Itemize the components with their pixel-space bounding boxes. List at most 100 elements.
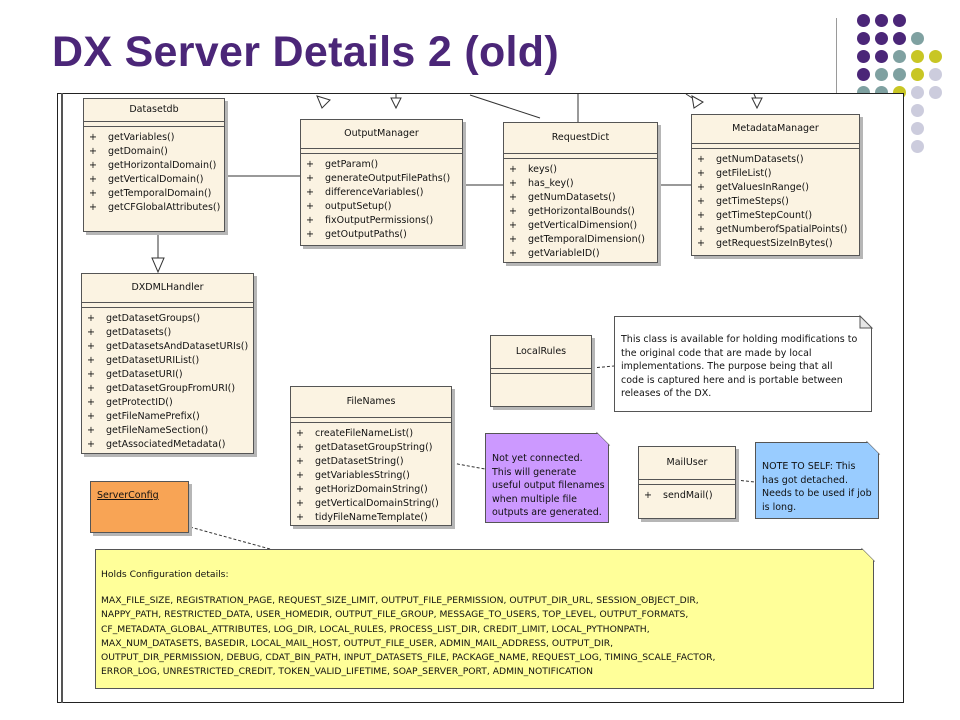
operation: +getDatasetURI() xyxy=(87,368,183,380)
operation: +getTemporalDomain() xyxy=(89,187,212,199)
operation: +getVariablesString() xyxy=(296,469,410,481)
operation: +getDomain() xyxy=(89,145,168,157)
operation: +getNumDatasets() xyxy=(697,153,804,165)
class-name: MetadataManager xyxy=(692,115,859,144)
operation: +getVerticalDomain() xyxy=(89,173,204,185)
operations: +sendMail() xyxy=(639,485,735,502)
class-name: LocalRules xyxy=(491,336,591,369)
operation: +getTimeSteps() xyxy=(697,195,789,207)
slide-title: DX Server Details 2 (old) xyxy=(52,28,559,76)
operation: +getAssociatedMetadata() xyxy=(87,438,226,450)
dot xyxy=(929,50,942,63)
operations: +getDatasetGroups() +getDatasets() +getD… xyxy=(82,308,253,451)
dot xyxy=(911,104,924,117)
operation: +differenceVariables() xyxy=(306,186,424,198)
operation: +getDatasets() xyxy=(87,326,172,338)
class-name: FileNames xyxy=(291,387,451,418)
operation: +getVerticalDimension() xyxy=(509,219,638,231)
class-requestdict: RequestDict +keys() +has_key() +getNumDa… xyxy=(503,122,658,263)
operation: +createFileNameList() xyxy=(296,427,414,439)
operations: +getVariables() +getDomain() +getHorizon… xyxy=(84,127,224,214)
operation: +getVariables() xyxy=(89,131,175,143)
operation: +getParam() xyxy=(306,158,379,170)
class-localrules: LocalRules xyxy=(490,335,592,407)
dot xyxy=(893,50,906,63)
class-filenames: FileNames +createFileNameList() +getData… xyxy=(290,386,452,526)
class-dxdmlhandler: DXDMLHandler +getDatasetGroups() +getDat… xyxy=(81,273,254,454)
class-name: RequestDict xyxy=(504,123,657,154)
class-name: DXDMLHandler xyxy=(82,274,253,303)
operation: +getOutputPaths() xyxy=(306,228,407,240)
note-filenames: Not yet connected. This will generate us… xyxy=(485,433,609,523)
note-localrules: This class is available for holding modi… xyxy=(614,316,872,412)
operation: +getFileNameSection() xyxy=(87,424,209,436)
operation: +getNumberofSpatialPoints() xyxy=(697,223,848,235)
operation: +fixOutputPermissions() xyxy=(306,214,434,226)
operation: +getFileNamePrefix() xyxy=(87,410,200,422)
note-configuration: Holds Configuration details: MAX_FILE_SI… xyxy=(95,549,874,689)
dot xyxy=(911,140,924,153)
operation: +getTemporalDimension() xyxy=(509,233,646,245)
operation: +getValuesInRange() xyxy=(697,181,809,193)
operations: +keys() +has_key() +getNumDatasets() +ge… xyxy=(504,159,657,260)
dot xyxy=(911,68,924,81)
dot xyxy=(857,32,870,45)
operation: +getHorizontalDomain() xyxy=(89,159,217,171)
operation: +getHorizontalBounds() xyxy=(509,205,635,217)
operation: +getDatasetURIList() xyxy=(87,354,200,366)
dot xyxy=(857,68,870,81)
operation: +getVerticalDomainString() xyxy=(296,497,439,509)
dot xyxy=(911,86,924,99)
class-name: OutputManager xyxy=(301,120,462,149)
class-name: MailUser xyxy=(639,447,735,480)
operation: +outputSetup() xyxy=(306,200,392,212)
dot xyxy=(911,50,924,63)
frame-left-border xyxy=(61,93,63,703)
operation: +getDatasetString() xyxy=(296,455,404,467)
dot xyxy=(929,68,942,81)
dot xyxy=(875,68,888,81)
dot xyxy=(875,32,888,45)
dot xyxy=(911,122,924,135)
class-serverconfig: ServerConfig xyxy=(90,481,189,533)
dot xyxy=(911,32,924,45)
dot xyxy=(929,86,942,99)
title-divider xyxy=(836,18,837,106)
operation: +getDatasetGroupFromURI() xyxy=(87,382,236,394)
class-datasetdb: Datasetdb +getVariables() +getDomain() +… xyxy=(83,98,225,232)
operation: +getHorizDomainString() xyxy=(296,483,428,495)
class-mailuser: MailUser +sendMail() xyxy=(638,446,736,519)
dot xyxy=(893,32,906,45)
operation: +keys() xyxy=(509,163,557,175)
class-name: ServerConfig xyxy=(97,490,159,501)
operation: +sendMail() xyxy=(644,489,713,501)
operation: +getDatasetsAndDatasetURIs() xyxy=(87,340,249,352)
dot xyxy=(875,50,888,63)
operations: +getParam() +generateOutputFilePaths() +… xyxy=(301,154,462,241)
dot xyxy=(893,14,906,27)
operation: +tidyFileNameTemplate() xyxy=(296,511,428,523)
operation: +getFileList() xyxy=(697,167,772,179)
class-outputmanager: OutputManager +getParam() +generateOutpu… xyxy=(300,119,463,246)
operation: +getDatasetGroups() xyxy=(87,312,201,324)
operations: +getNumDatasets() +getFileList() +getVal… xyxy=(692,149,859,250)
dot xyxy=(857,14,870,27)
note-mailuser: NOTE TO SELF: This has got detached. Nee… xyxy=(755,442,879,519)
operation: +getTimeStepCount() xyxy=(697,209,813,221)
operation: +getCFGlobalAttributes() xyxy=(89,201,221,213)
operation: +getDatasetGroupString() xyxy=(296,441,433,453)
class-metadatamanager: MetadataManager +getNumDatasets() +getFi… xyxy=(691,114,860,256)
dot xyxy=(857,50,870,63)
operation: +getProtectID() xyxy=(87,396,173,408)
config-heading: Holds Configuration details: xyxy=(101,569,229,580)
operation: +generateOutputFilePaths() xyxy=(306,172,451,184)
dot xyxy=(875,14,888,27)
dot xyxy=(893,68,906,81)
class-name: Datasetdb xyxy=(84,99,224,122)
operation: +getRequestSizeInBytes() xyxy=(697,237,833,249)
operation: +getVariableID() xyxy=(509,247,600,259)
operation: +has_key() xyxy=(509,177,574,189)
operation: +getNumDatasets() xyxy=(509,191,616,203)
operations: +createFileNameList() +getDatasetGroupSt… xyxy=(291,423,451,524)
